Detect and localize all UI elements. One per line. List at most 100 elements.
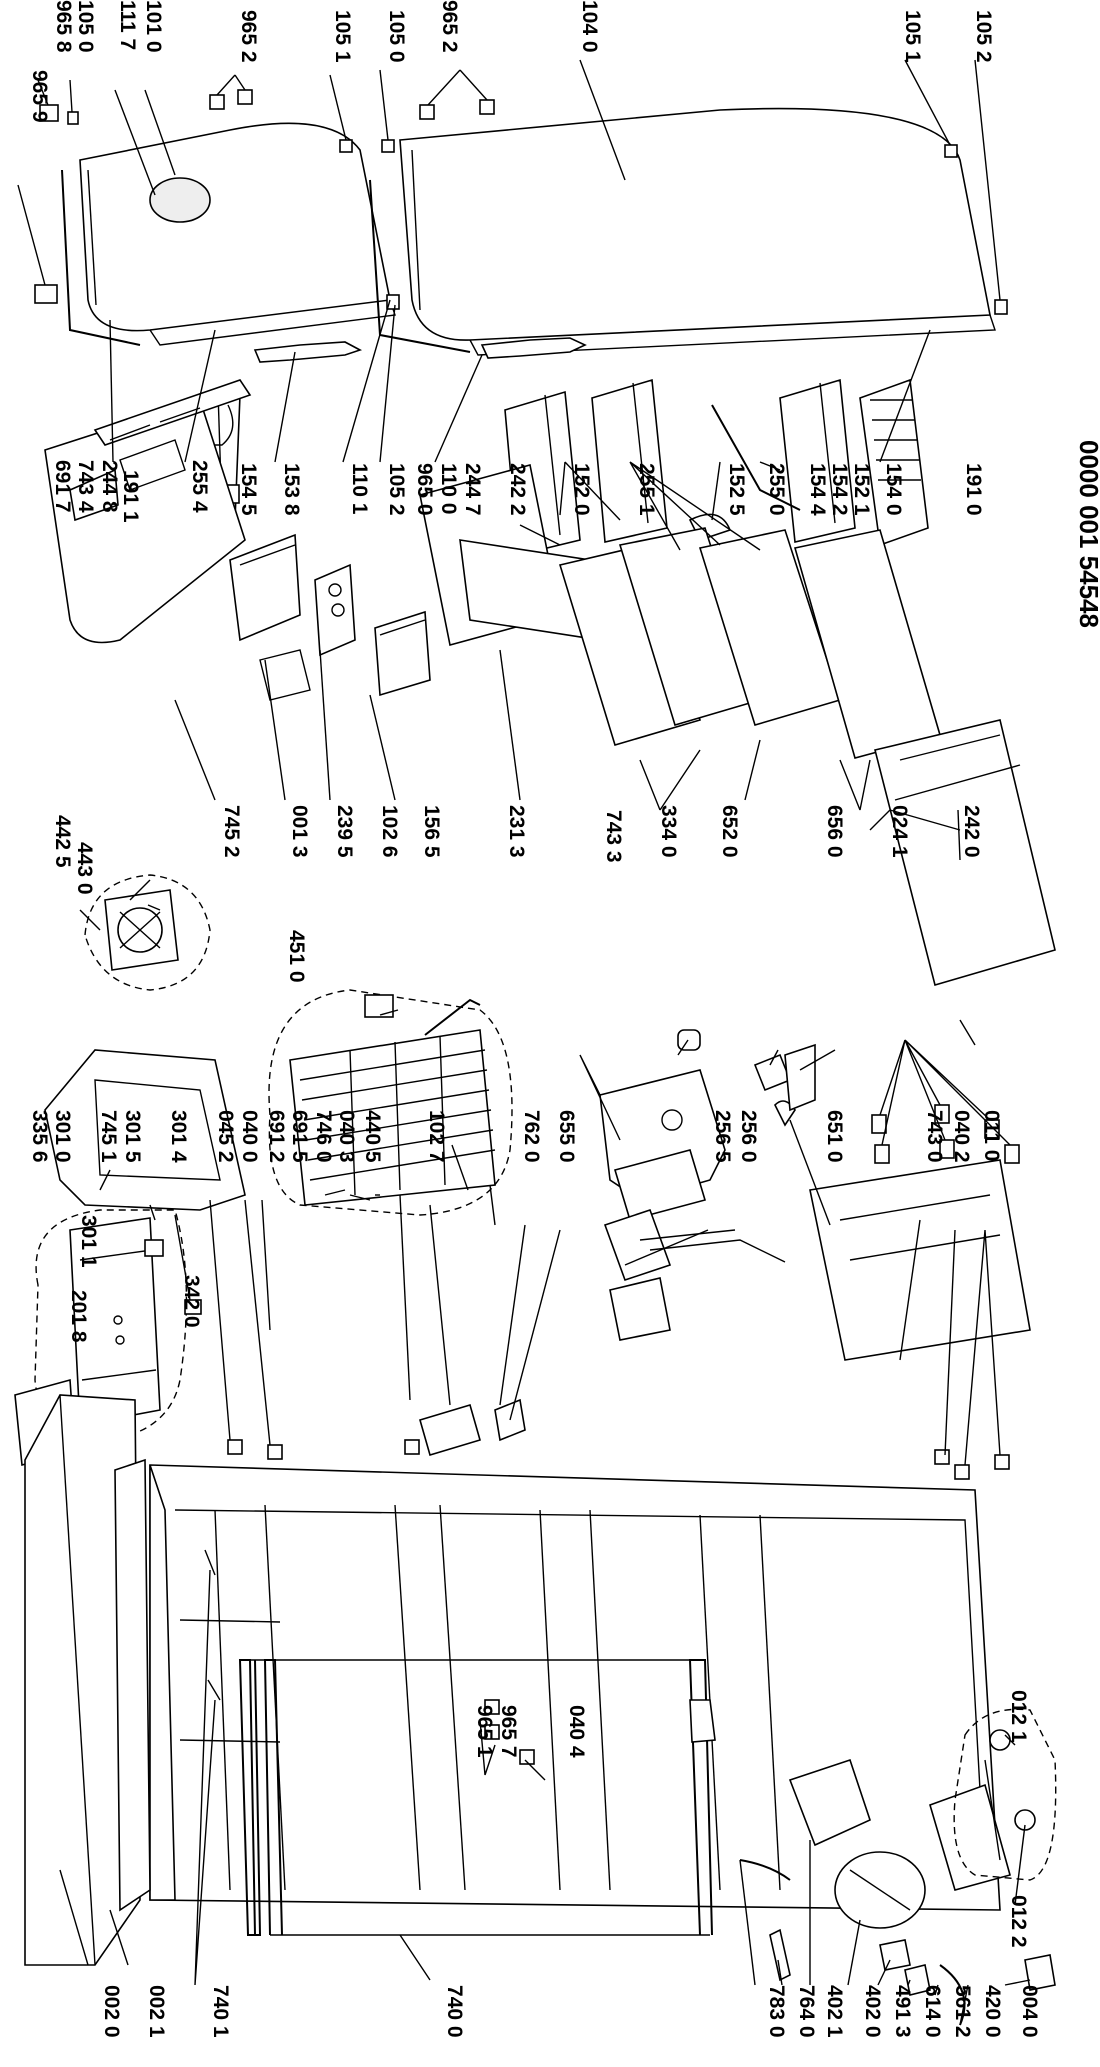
label-152-5: 152 5 xyxy=(725,463,748,516)
label-231-3: 231 3 xyxy=(505,805,528,858)
label-301-0: 301 0 xyxy=(51,1110,74,1163)
fan-cover xyxy=(44,1049,246,1211)
label-153-8: 153 8 xyxy=(280,463,303,516)
label-965-9: 965 9 xyxy=(28,70,51,123)
label-110-0: 110 0 xyxy=(437,463,460,514)
label-101-0: 101 0 xyxy=(142,0,165,53)
label-002-0: 002 0 xyxy=(100,1985,123,2038)
label-743-4: 743 4 xyxy=(74,460,97,513)
label-656-0: 656 0 xyxy=(823,805,846,858)
label-111-7: 111 7 xyxy=(116,0,139,50)
label-040-3: 040 3 xyxy=(335,1110,358,1163)
label-001-3: 001 3 xyxy=(288,805,311,858)
label-561-2: 561 2 xyxy=(951,1985,974,2038)
drawing-number: 0000 001 54548 xyxy=(1074,440,1100,628)
label-652-0: 652 0 xyxy=(718,805,741,858)
label-965-8: 965 8 xyxy=(52,0,75,53)
label-191-1: 191 1 xyxy=(119,470,142,523)
label-965-2: 965 2 xyxy=(237,10,260,63)
door-small-parts xyxy=(34,89,1008,363)
label-440-5: 440 5 xyxy=(361,1110,384,1163)
label-762-0: 762 0 xyxy=(520,1110,543,1163)
cabinet-body xyxy=(149,1464,1001,1911)
freezer-inner-parts xyxy=(44,379,431,701)
label-105-0-b: 105 0 xyxy=(385,10,408,63)
label-443-0: 443 0 xyxy=(73,842,96,895)
label-004-0: 004 0 xyxy=(1018,1985,1041,2038)
label-743-3: 743 3 xyxy=(602,810,625,863)
label-746-0: 746 0 xyxy=(312,1110,335,1163)
label-255-0: 255 0 xyxy=(765,463,788,516)
label-255-1: 255 1 xyxy=(635,463,658,516)
label-104-0: 104 0 xyxy=(578,0,601,53)
label-040-0: 040 0 xyxy=(238,1110,261,1163)
label-156-5: 156 5 xyxy=(420,805,443,858)
compressor-area xyxy=(739,1758,1056,2026)
label-491-3: 491 3 xyxy=(891,1985,914,2038)
label-191-0: 191 0 xyxy=(962,463,985,516)
freezer-door xyxy=(61,122,396,346)
label-244-8: 244 8 xyxy=(98,460,121,513)
condenser xyxy=(204,1549,716,1936)
label-152-1: 152 1 xyxy=(850,463,873,516)
label-740-0: 740 0 xyxy=(443,1985,466,2038)
label-614-0: 614 0 xyxy=(921,1985,944,2038)
label-402-1: 402 1 xyxy=(823,1985,846,2038)
fan-assembly xyxy=(84,874,211,991)
door-emblem-111-7 xyxy=(149,177,211,223)
label-002-1: 002 1 xyxy=(145,1985,168,2038)
label-045-2: 045 2 xyxy=(214,1110,237,1163)
leader-lines xyxy=(17,59,1031,2026)
label-745-1: 745 1 xyxy=(97,1110,120,1163)
glass-shelves xyxy=(419,464,1056,986)
label-040-4: 040 4 xyxy=(565,1705,588,1758)
label-655-0: 655 0 xyxy=(555,1110,578,1163)
label-242-0: 242 0 xyxy=(960,805,983,858)
label-334-0: 334 0 xyxy=(657,805,680,858)
label-965-2-b: 965 2 xyxy=(438,0,461,53)
label-242-2: 242 2 xyxy=(506,463,529,516)
label-154-2: 154 2 xyxy=(828,463,851,516)
label-154-5: 154 5 xyxy=(237,463,260,516)
fridge-door xyxy=(369,107,996,356)
label-201-8: 201 8 xyxy=(67,1290,90,1343)
label-012-2: 012 2 xyxy=(1007,1895,1030,1948)
top-cover xyxy=(24,1394,151,1966)
control-housing xyxy=(599,1029,816,1221)
label-105-1-b: 105 1 xyxy=(901,10,924,63)
label-451-0: 451 0 xyxy=(285,930,308,983)
label-040-2: 040 2 xyxy=(950,1110,973,1163)
label-651-0: 651 0 xyxy=(823,1110,846,1163)
label-102-7: 102 7 xyxy=(425,1110,448,1163)
label-256-0: 256 0 xyxy=(737,1110,760,1163)
label-402-0: 402 0 xyxy=(861,1985,884,2038)
label-012-1: 012 1 xyxy=(1007,1690,1030,1743)
label-105-2-b: 105 2 xyxy=(385,463,408,516)
drawing-layer xyxy=(14,89,1057,2026)
label-764-0: 764 0 xyxy=(795,1985,818,2038)
label-102-6: 102 6 xyxy=(378,805,401,858)
lamp-holder-parts xyxy=(603,1208,786,1341)
label-691-2: 691 2 xyxy=(265,1110,288,1163)
label-255-4: 255 4 xyxy=(188,460,211,513)
evaporator xyxy=(268,989,513,1216)
label-442-5: 442 5 xyxy=(51,815,74,868)
label-965-0: 965 0 xyxy=(413,463,436,516)
label-342-0: 342 0 xyxy=(180,1275,203,1328)
air-duct-cover xyxy=(809,1104,1031,1361)
label-105-2: 105 2 xyxy=(972,10,995,63)
label-745-2: 745 2 xyxy=(220,805,243,858)
label-301-4: 301 4 xyxy=(167,1110,190,1163)
label-783-0: 783 0 xyxy=(765,1985,788,2038)
label-691-5: 691 5 xyxy=(288,1110,311,1163)
label-743-0: 743 0 xyxy=(923,1110,946,1163)
label-154-4: 154 4 xyxy=(806,463,829,516)
label-110-1: 110 1 xyxy=(348,463,371,515)
label-011-0: 011 0 xyxy=(980,1110,1003,1161)
label-154-0: 154 0 xyxy=(882,463,905,516)
label-152-0: 152 0 xyxy=(570,463,593,516)
label-256-5: 256 5 xyxy=(711,1110,734,1163)
part-labels: 965 9 965 8 105 0 111 7 101 0 965 2 105 … xyxy=(28,0,1100,2038)
label-239-5: 239 5 xyxy=(333,805,356,858)
label-691-7: 691 7 xyxy=(51,460,74,513)
